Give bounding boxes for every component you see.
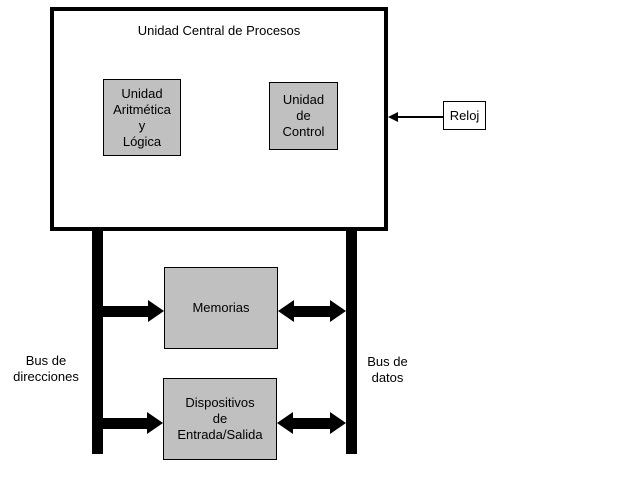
arrow-right-head-icon	[147, 412, 163, 434]
data-bus-label: Bus de datos	[357, 354, 418, 386]
control-unit-box: Unidad de Control	[269, 82, 338, 150]
arrow-shaft	[294, 305, 330, 317]
control-label-line: Unidad	[282, 92, 325, 107]
cpu-title: Unidad Central de Procesos	[137, 23, 301, 38]
arrow-left-head-icon	[277, 412, 293, 434]
io-label-line: Entrada/Salida	[177, 427, 263, 442]
arrow-right-head-icon	[330, 300, 346, 322]
alu-box: Unidad Aritmética y Lógica	[103, 79, 181, 156]
io-label-line: de	[212, 411, 228, 426]
address-bus-bar	[92, 230, 103, 454]
clock-arrow	[388, 111, 443, 122]
io-data-bus-double-arrow	[277, 412, 346, 434]
control-label-line: Control	[282, 124, 325, 139]
io-devices-box: Dispositivos de Entrada/Salida	[163, 378, 277, 460]
arrow-shaft	[293, 417, 330, 429]
data-bus-bar	[346, 230, 357, 454]
alu-label-line: Aritmética	[113, 101, 171, 117]
data-bus-label-line: Bus de	[367, 354, 408, 369]
arrow-left-head-icon	[388, 111, 398, 122]
memory-box: Memorias	[164, 267, 278, 349]
alu-label-line: y	[138, 117, 146, 133]
address-bus-to-memory-arrow	[103, 300, 164, 322]
arrow-shaft	[398, 115, 443, 118]
address-bus-label: Bus de direcciones	[3, 353, 89, 385]
address-bus-label-line: direcciones	[13, 369, 79, 384]
io-label-line: Dispositivos	[185, 395, 255, 410]
control-label-line: de	[296, 108, 311, 123]
alu-label-line: Unidad	[121, 85, 163, 101]
arrow-right-head-icon	[330, 412, 346, 434]
memory-label: Memorias	[192, 300, 250, 315]
clock-box: Reloj	[443, 101, 486, 130]
arrow-shaft	[103, 417, 147, 429]
alu-label-line: Lógica	[122, 133, 162, 149]
memory-data-bus-double-arrow	[278, 300, 346, 322]
arrow-shaft	[103, 305, 148, 317]
arrow-left-head-icon	[278, 300, 294, 322]
address-bus-label-line: Bus de	[25, 353, 67, 368]
data-bus-label-line: datos	[371, 370, 404, 385]
clock-label: Reloj	[449, 108, 480, 123]
arrow-right-head-icon	[148, 300, 164, 322]
address-bus-to-io-arrow	[103, 412, 163, 434]
